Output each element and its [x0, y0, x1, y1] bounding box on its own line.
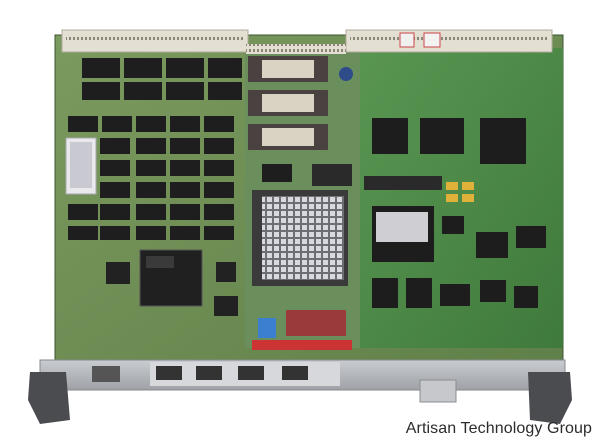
memory-chips — [68, 58, 242, 240]
top-connector-right — [345, 29, 553, 53]
dip-switch — [364, 176, 442, 190]
top-connector-left — [61, 29, 249, 53]
headers — [252, 310, 352, 350]
cpu-socket — [252, 164, 352, 286]
eprom-chips — [248, 56, 353, 150]
capacitors — [446, 182, 474, 202]
board-label-sticker — [65, 137, 97, 195]
fpga-chip — [106, 249, 238, 316]
center-header — [246, 44, 346, 54]
ejector-handle-left — [28, 372, 70, 424]
front-panel — [39, 359, 566, 403]
watermark-text: Artisan Technology Group — [405, 420, 592, 437]
chip-label — [376, 212, 428, 242]
controller-chips — [372, 118, 546, 308]
ejector-handle-right — [528, 372, 572, 424]
